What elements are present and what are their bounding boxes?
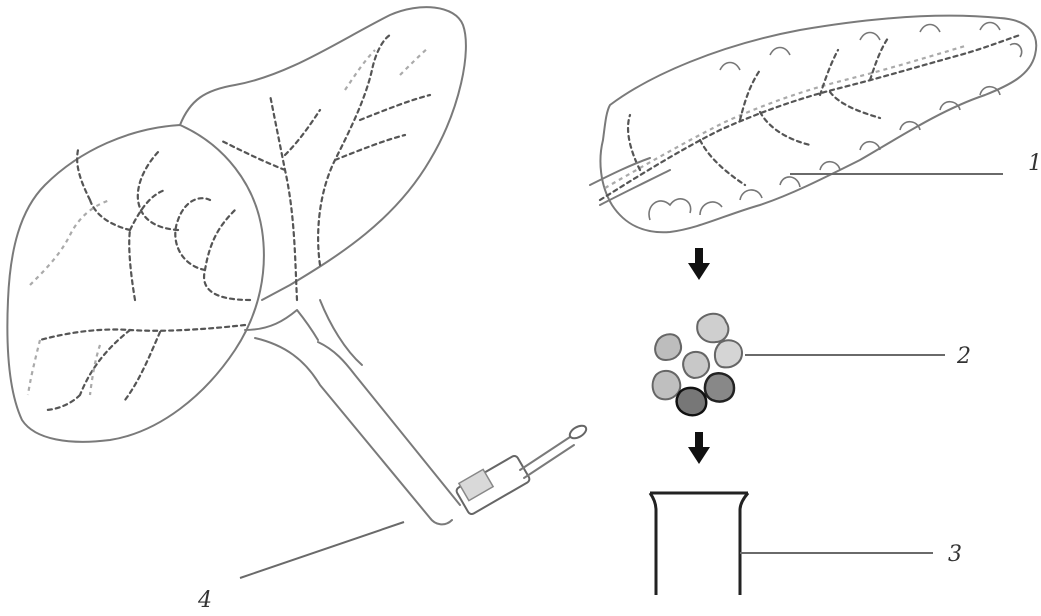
leader-line-4 <box>239 521 405 579</box>
pancreatic-main-duct-outline <box>604 44 966 189</box>
liver-duct-right-4 <box>38 323 247 412</box>
pancreatic-duct <box>319 299 363 366</box>
cannula-tip <box>519 436 575 479</box>
pancreatic-main-duct <box>598 33 1022 202</box>
beaker <box>648 491 750 595</box>
liver-duct-right-1 <box>136 148 252 302</box>
label-2: 2 <box>956 344 971 369</box>
liver-duct-right-3 <box>29 198 111 286</box>
liver-duct-left-3 <box>344 47 429 91</box>
liver-duct-left-1 <box>218 93 322 302</box>
islets-cluster <box>651 312 744 417</box>
liver-duct-left-2 <box>317 33 432 267</box>
label-3: 3 <box>948 542 962 567</box>
islet <box>696 312 730 344</box>
liver-duct-right-5 <box>26 339 102 396</box>
cannula <box>455 424 588 516</box>
islet <box>675 386 708 417</box>
common-hepatic-duct <box>244 309 319 341</box>
liver <box>6 6 588 526</box>
pancreas-lobules <box>648 21 1023 221</box>
islet <box>703 372 736 403</box>
islet <box>654 333 682 362</box>
vessel-line <box>589 157 671 206</box>
cannula-cap <box>568 424 588 440</box>
arrow-down-1 <box>688 248 710 280</box>
liver-duct-right-2 <box>76 148 167 302</box>
islet <box>714 339 744 369</box>
islet <box>682 350 710 380</box>
cannula-filter <box>457 468 495 502</box>
arrow-down-2 <box>688 432 710 464</box>
flow-arrows <box>688 248 710 464</box>
pancreatic-branches <box>626 36 890 187</box>
label-1: 1 <box>1028 151 1041 176</box>
pancreas-outline <box>599 14 1038 234</box>
label-4: 4 <box>197 588 212 613</box>
islet <box>651 369 682 401</box>
common-bile-duct-inner <box>317 341 461 506</box>
liver-right-lobe <box>6 124 265 443</box>
liver-left-lobe <box>179 6 467 301</box>
pancreas <box>589 14 1038 234</box>
common-bile-duct-outer <box>254 337 453 526</box>
